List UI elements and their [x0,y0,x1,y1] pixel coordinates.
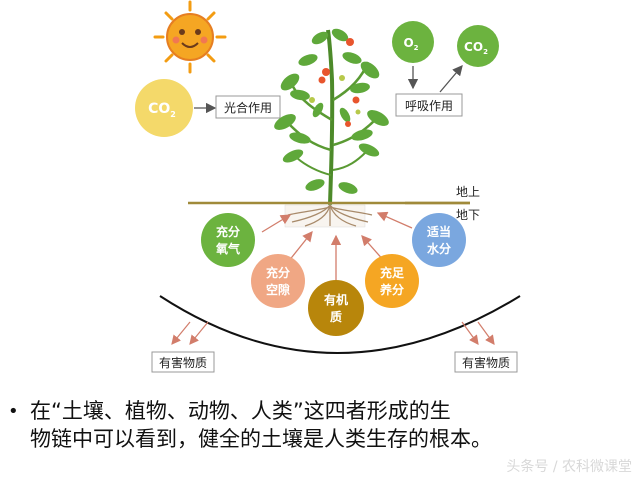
svg-text:适当: 适当 [427,224,451,239]
below-ground-label: 地下 [456,208,480,222]
above-ground-label: 地上 [456,185,480,199]
svg-text:呼吸作用: 呼吸作用 [405,99,453,113]
svg-text:水分: 水分 [427,241,451,256]
o2-circle: O2 [392,21,434,63]
watermark: 头条号 / 农科微课堂 [506,456,632,476]
svg-text:有害物质: 有害物质 [159,355,207,370]
co2-respiration-circle: CO2 [457,25,499,67]
pores-circle: 充分 空隙 [251,254,305,308]
plant-roots [285,205,372,227]
tomato-plant-illustration [272,26,392,205]
photosynthesis-label-box: 光合作用 [216,96,280,118]
harmful-substance-right: 有害物质 [455,352,517,372]
svg-text:光合作用: 光合作用 [224,100,272,115]
svg-text:氧气: 氧气 [215,241,240,256]
caption-line-2: 物链中可以看到，健全的土壤是人类生存的根本。 [30,423,492,453]
sun-face-icon [155,2,225,72]
respiration-label-box: 呼吸作用 [396,94,462,116]
svg-text:有害物质: 有害物质 [462,355,510,370]
svg-text:空隙: 空隙 [266,282,290,297]
organic-matter-circle: 有机 质 [308,280,364,336]
co2-photosynthesis-circle: CO2 [135,79,193,137]
svg-text:质: 质 [330,309,342,324]
svg-text:充足: 充足 [380,265,404,280]
svg-text:充分: 充分 [216,224,240,239]
caption-bullet: • [8,401,19,422]
water-circle: 适当 水分 [412,213,466,267]
svg-text:充分: 充分 [266,265,290,280]
nutrients-circle: 充足 养分 [365,254,419,308]
svg-text:养分: 养分 [379,282,404,297]
oxygen-circle: 充分 氧气 [201,213,255,267]
harmful-substance-left: 有害物质 [152,352,214,372]
svg-text:有机: 有机 [324,292,348,307]
caption-line-1: 在“土壤、植物、动物、人类”这四者形成的生 [30,395,451,425]
caption: • 在“土壤、植物、动物、人类”这四者形成的生 物链中可以看到，健全的土壤是人类… [0,395,640,455]
